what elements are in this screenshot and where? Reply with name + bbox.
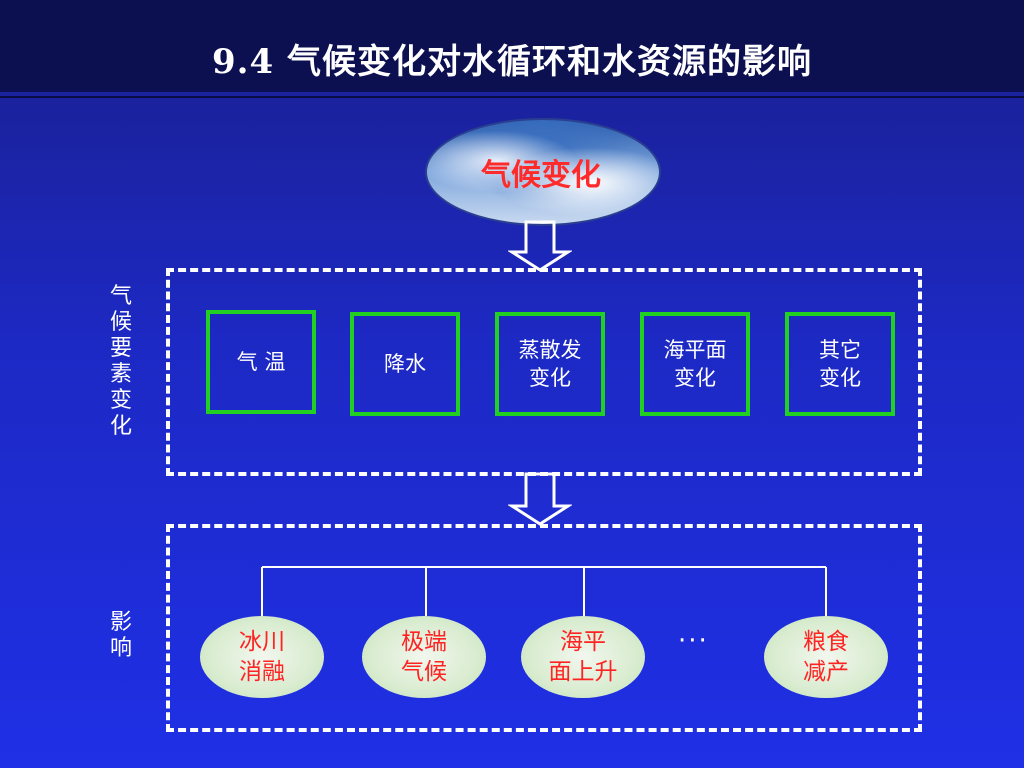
climate-factors-label: 气 候 要 素 变 化 — [109, 284, 132, 439]
impact-glacier-melt: 冰川 消融 — [200, 616, 324, 698]
down-arrow-icon — [508, 472, 572, 526]
impact-sea-level-rise: 海平 面上升 — [521, 616, 645, 698]
impact-extreme-climate: 极端 气候 — [362, 616, 486, 698]
title-bar — [0, 0, 1024, 92]
impact-crop-reduction: 粮食 减产 — [764, 616, 888, 698]
factor-temperature: 气 温 — [206, 310, 316, 414]
ellipsis: ··· — [678, 626, 709, 656]
factor-other: 其它 变化 — [785, 312, 895, 416]
factor-precipitation: 降水 — [350, 312, 460, 416]
climate-change-cloud-node — [425, 118, 661, 226]
down-arrow-icon — [508, 220, 572, 272]
title-underline — [0, 96, 1024, 98]
factor-sea-level: 海平面 变化 — [640, 312, 750, 416]
climate-change-label: 气候变化 — [481, 158, 601, 193]
page-title: 9.4 气候变化对水循环和水资源的影响 — [212, 42, 812, 82]
impacts-label: 影 响 — [109, 610, 132, 661]
impacts-box — [166, 524, 922, 732]
factor-evapotranspiration: 蒸散发 变化 — [495, 312, 605, 416]
